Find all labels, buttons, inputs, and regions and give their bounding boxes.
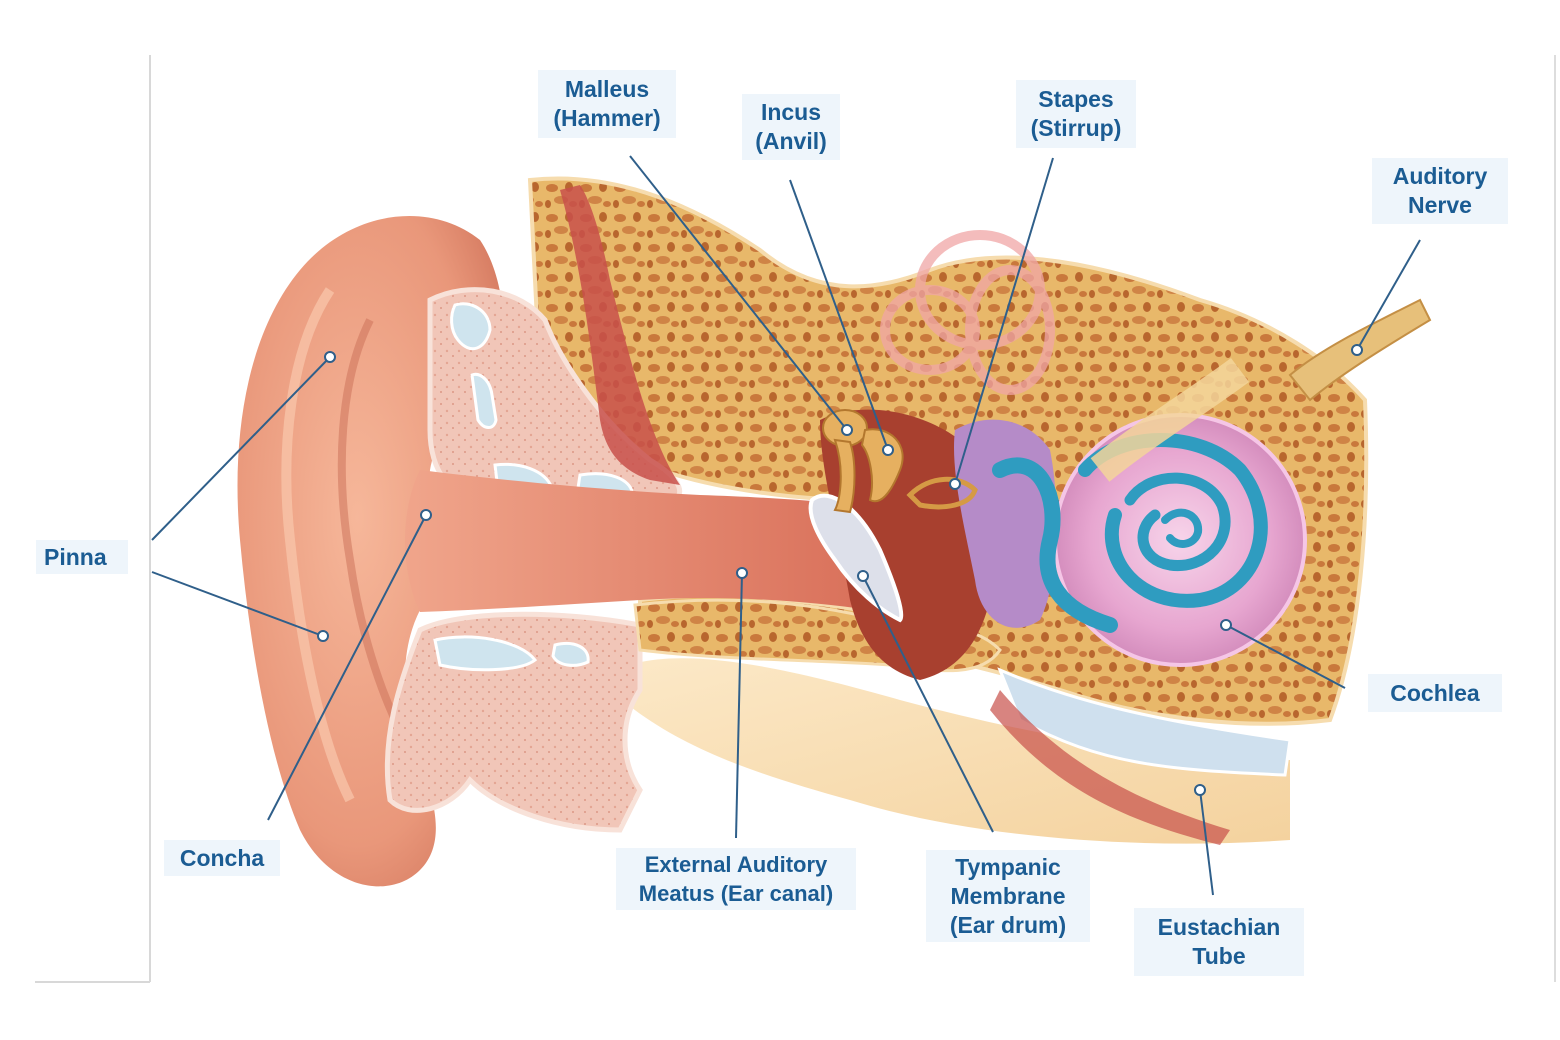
label-tympanic-line-1: Tympanic bbox=[955, 853, 1061, 880]
pointer-dots bbox=[317, 344, 1363, 796]
pinna-rim bbox=[281, 287, 355, 803]
muscle-band bbox=[560, 185, 680, 485]
stapes-shape bbox=[906, 476, 978, 510]
dot-malleus bbox=[841, 424, 853, 436]
dot-eustachian bbox=[1194, 784, 1206, 796]
label-malleus-line-2: (Hammer) bbox=[553, 105, 661, 131]
label-malleus-line-1: Malleus bbox=[564, 76, 650, 102]
label-auditory-nerve: Auditory Nerve bbox=[1372, 158, 1508, 224]
ear-canal bbox=[405, 470, 870, 612]
label-incus-line-1: Incus bbox=[760, 99, 822, 125]
label-tympanic-line-3: (Ear drum) bbox=[949, 911, 1067, 938]
leader-external-meatus bbox=[735, 572, 743, 839]
label-incus-line-2: (Anvil) bbox=[755, 128, 827, 154]
dot-stapes bbox=[949, 478, 961, 490]
label-concha-line: Concha bbox=[179, 844, 265, 871]
label-stapes-line-1: Stapes bbox=[1038, 86, 1114, 112]
label-eustachian-tube: Eustachian Tube bbox=[1134, 908, 1304, 976]
label-concha: Concha bbox=[164, 840, 280, 876]
label-eustachian-line-1: Eustachian bbox=[1157, 914, 1281, 940]
eustachian-tube bbox=[997, 667, 1292, 777]
dot-pinna-lower bbox=[317, 630, 329, 642]
pinna-fold bbox=[337, 318, 404, 732]
label-auditory-nerve-line-1: Auditory bbox=[1392, 163, 1488, 189]
label-incus: Incus (Anvil) bbox=[742, 94, 840, 160]
label-cochlea: Cochlea bbox=[1368, 674, 1502, 712]
label-pinna: Pinna bbox=[36, 540, 128, 574]
leader-stapes bbox=[954, 157, 1054, 485]
dot-pinna-upper bbox=[324, 351, 336, 363]
leader-pinna-lower bbox=[151, 571, 324, 637]
dot-tympanic bbox=[857, 570, 869, 582]
ear-drum bbox=[808, 493, 904, 623]
leader-auditory-nerve bbox=[1356, 239, 1421, 351]
label-malleus: Malleus (Hammer) bbox=[538, 70, 676, 138]
leader-pinna-upper bbox=[151, 356, 331, 541]
label-external-meatus-line-1: External Auditory bbox=[644, 852, 828, 877]
dot-concha bbox=[420, 509, 432, 521]
leader-concha bbox=[267, 514, 427, 821]
leader-lines bbox=[151, 155, 1421, 896]
label-cochlea-line: Cochlea bbox=[1390, 679, 1480, 706]
nerve-fibers bbox=[1090, 357, 1249, 482]
label-auditory-nerve-line-2: Nerve bbox=[1408, 192, 1472, 218]
label-eustachian-line-2: Tube bbox=[1192, 943, 1246, 969]
dot-incus bbox=[882, 444, 894, 456]
label-stapes-line-2: (Stirrup) bbox=[1030, 115, 1122, 141]
label-external-auditory-meatus: External Auditory Meatus (Ear canal) bbox=[616, 848, 856, 910]
label-external-meatus-line-2: Meatus (Ear canal) bbox=[638, 881, 834, 906]
dot-auditory-nerve bbox=[1351, 344, 1363, 356]
tube-muscle bbox=[990, 690, 1230, 845]
leader-incus bbox=[789, 179, 889, 451]
malleus-handle bbox=[833, 438, 856, 514]
dot-cochlea bbox=[1220, 619, 1232, 631]
label-tympanic-line-2: Membrane bbox=[950, 882, 1066, 909]
dot-external-meatus bbox=[736, 567, 748, 579]
label-tympanic-membrane: Tympanic Membrane (Ear drum) bbox=[926, 850, 1090, 942]
leader-tympanic bbox=[862, 575, 994, 833]
label-pinna-line: Pinna bbox=[44, 543, 107, 570]
leader-eustachian bbox=[1199, 789, 1214, 896]
leader-malleus bbox=[629, 155, 848, 431]
semicircular-canals bbox=[880, 230, 1055, 395]
leader-cochlea bbox=[1225, 624, 1346, 689]
label-stapes: Stapes (Stirrup) bbox=[1016, 80, 1136, 148]
